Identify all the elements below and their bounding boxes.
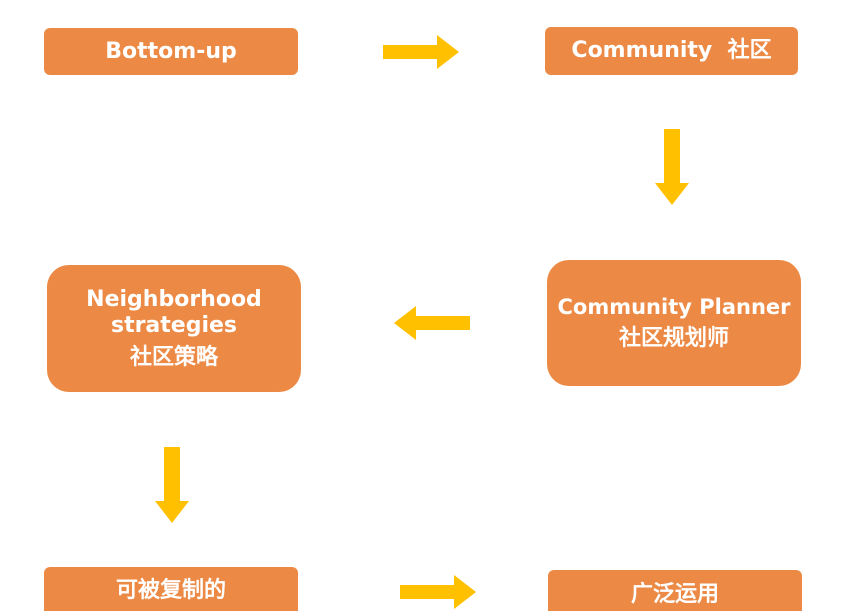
- node-neighborhood-strategies: Neighborhood strategies 社区策略: [47, 265, 301, 392]
- node-community-planner-label-en: Community Planner: [557, 295, 791, 319]
- node-neighborhood-label-en-1: Neighborhood: [86, 286, 262, 312]
- node-community-planner: Community Planner 社区规划师: [547, 260, 801, 386]
- node-community-label: Community 社区: [571, 38, 772, 63]
- node-replicable: 可被复制的: [44, 567, 298, 611]
- node-bottom-up: Bottom-up: [44, 28, 298, 75]
- node-community: Community 社区: [545, 27, 798, 75]
- node-community-planner-label-zh: 社区规划师: [618, 326, 729, 351]
- node-neighborhood-label-en-2: strategies: [110, 312, 238, 338]
- node-replicable-label: 可被复制的: [115, 578, 226, 603]
- node-neighborhood-label-zh: 社区策略: [129, 344, 218, 370]
- arrow-down-2: [155, 447, 189, 523]
- arrow-right-1: [383, 35, 459, 69]
- node-widely-used: 广泛运用: [548, 570, 802, 611]
- node-widely-used-label: 广泛运用: [630, 581, 719, 607]
- arrow-down-1: [655, 129, 689, 205]
- arrow-left-1: [394, 306, 470, 340]
- arrow-right-2: [400, 575, 476, 609]
- node-bottom-up-label: Bottom-up: [105, 38, 237, 64]
